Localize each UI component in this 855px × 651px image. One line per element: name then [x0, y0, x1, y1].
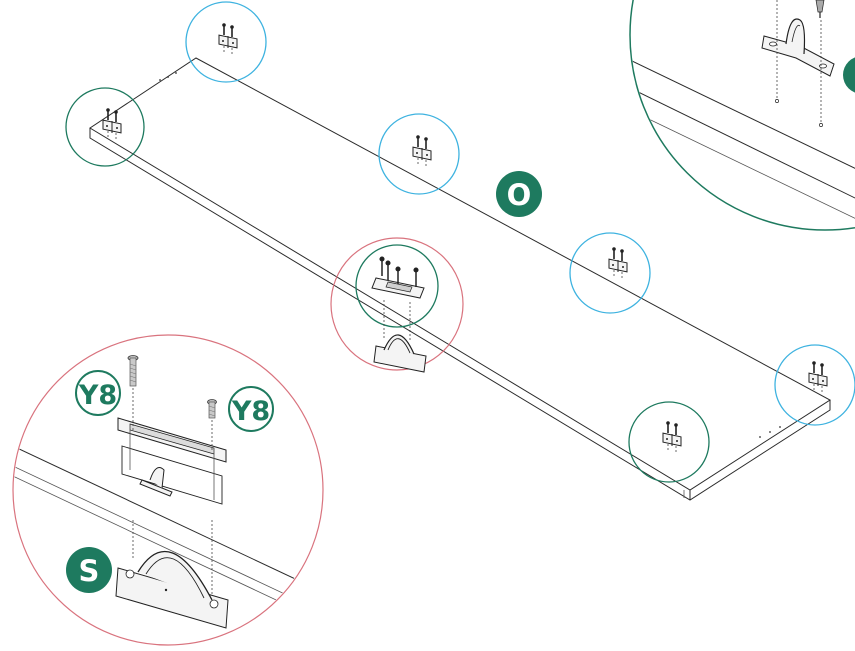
part-badge-s: S: [66, 547, 112, 593]
screw-y8-right: [207, 399, 217, 419]
y8-right-text: Y8: [231, 396, 270, 427]
screw-y8-left: [127, 355, 139, 387]
hinge-callout-bottom-right: [628, 401, 710, 483]
panel-letter-label: O: [507, 178, 532, 212]
hinge-callout-right: [774, 344, 855, 426]
panel-board: [89, 57, 831, 501]
handle-callout-center: [330, 237, 464, 373]
hinge-callout-right-center: [569, 232, 651, 314]
label-y8-right: Y8: [228, 386, 274, 432]
panel-badge-o: O: [496, 171, 542, 217]
part-s-label: S: [79, 554, 100, 588]
hinge-callout-top-left: [185, 1, 267, 83]
y8-left-text: Y8: [78, 380, 117, 411]
label-y8-left: Y8: [75, 370, 121, 416]
detail-callout-top-right: [629, 0, 855, 231]
hinge-callout-left: [65, 87, 145, 167]
hinge-callout-center: [378, 113, 460, 195]
detail-callout-bottom-left: [12, 334, 324, 646]
